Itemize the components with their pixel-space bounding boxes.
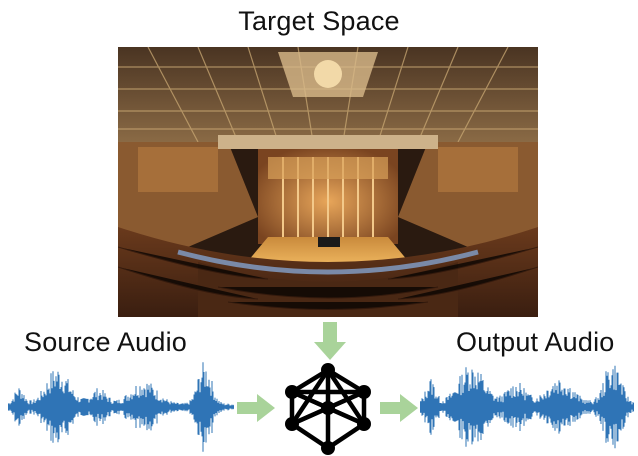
source-audio-label: Source Audio xyxy=(24,327,188,357)
right-arrow-icon xyxy=(380,394,418,422)
concert-hall-image xyxy=(118,47,538,317)
right-arrow-icon xyxy=(237,394,275,422)
neural-network-icon xyxy=(285,363,371,455)
target-space-label: Target Space xyxy=(238,6,400,36)
output-waveform xyxy=(420,365,634,449)
output-audio-label: Output Audio xyxy=(456,327,615,357)
source-waveform xyxy=(8,362,234,452)
down-arrow-icon xyxy=(314,322,346,360)
